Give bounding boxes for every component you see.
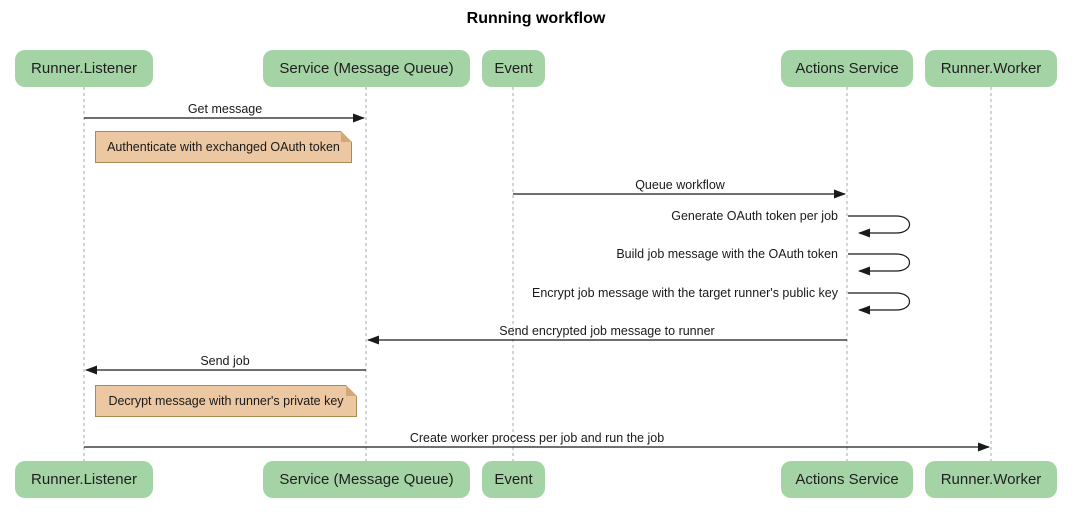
participant-label: Actions Service — [795, 471, 899, 488]
participant-top-runner-worker: Runner.Worker — [925, 50, 1057, 87]
diagram-title: Running workflow — [466, 10, 606, 27]
message-label-get-message: Get message — [187, 102, 263, 116]
participant-label: Event — [494, 471, 533, 488]
participant-bottom-runner-listener: Runner.Listener — [15, 461, 153, 498]
selfloop-generate-oauth-token — [848, 215, 911, 238]
participant-label: Event — [494, 60, 533, 77]
participant-label: Runner.Worker — [940, 60, 1042, 77]
participant-top-actions-service: Actions Service — [781, 50, 913, 87]
participant-label: Service (Message Queue) — [279, 60, 454, 77]
participant-label: Service (Message Queue) — [279, 471, 454, 488]
participant-bottom-service-message-queue: Service (Message Queue) — [263, 461, 470, 498]
message-label-build-job-message: Build job message with the OAuth token — [616, 247, 838, 261]
participant-label: Runner.Listener — [31, 60, 137, 77]
participant-bottom-actions-service: Actions Service — [781, 461, 913, 498]
note-label: Decrypt message with runner's private ke… — [108, 394, 344, 408]
note-label: Authenticate with exchanged OAuth token — [107, 140, 340, 154]
participant-label: Actions Service — [795, 60, 899, 77]
selfloop-build-job-message — [848, 253, 911, 276]
participant-label: Runner.Listener — [31, 471, 137, 488]
participant-bottom-event: Event — [482, 461, 545, 498]
message-label-encrypt-job-message: Encrypt job message with the target runn… — [531, 286, 838, 300]
participant-label: Runner.Worker — [940, 471, 1042, 488]
participant-top-event: Event — [482, 50, 545, 87]
message-label-create-worker-process: Create worker process per job and run th… — [409, 431, 665, 445]
note-authenticate-oauth-token: Authenticate with exchanged OAuth token — [95, 131, 352, 163]
message-label-queue-workflow: Queue workflow — [635, 178, 725, 192]
message-label-send-job: Send job — [200, 354, 250, 368]
note-decrypt-message: Decrypt message with runner's private ke… — [95, 385, 357, 417]
selfloop-encrypt-job-message — [848, 292, 911, 315]
message-label-send-encrypted-job-message: Send encrypted job message to runner — [499, 324, 715, 338]
participant-bottom-runner-worker: Runner.Worker — [925, 461, 1057, 498]
message-label-generate-oauth-token: Generate OAuth token per job — [671, 209, 838, 223]
participant-top-runner-listener: Runner.Listener — [15, 50, 153, 87]
participant-top-service-message-queue: Service (Message Queue) — [263, 50, 470, 87]
